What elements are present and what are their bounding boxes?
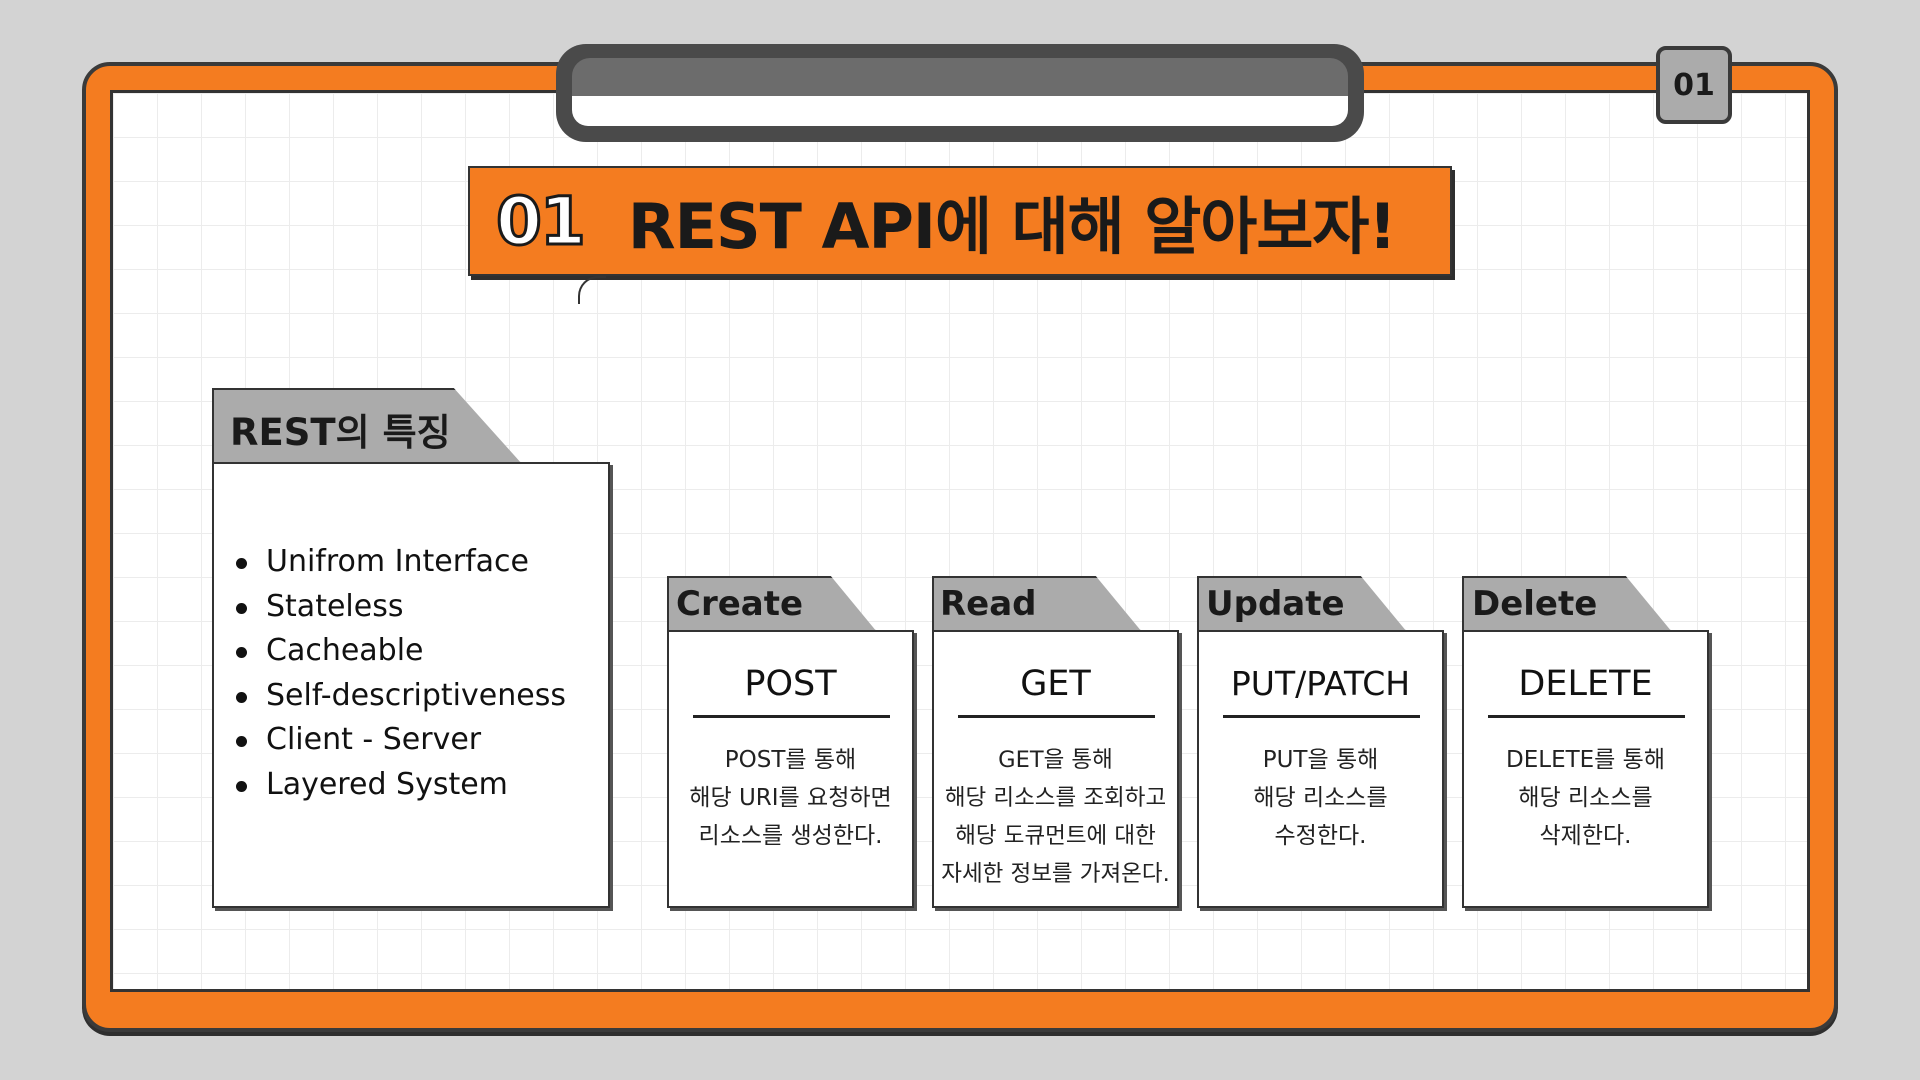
list-item: Layered System bbox=[232, 763, 566, 808]
list-item: Client - Server bbox=[232, 718, 566, 763]
delete-description: DELETE를 통해 해당 리소스를 삭제한다. bbox=[1506, 747, 1665, 849]
create-description: POST를 통해 해당 URI를 요청하면 리소스를 생성한다. bbox=[689, 747, 892, 849]
post-method: POST bbox=[744, 664, 837, 704]
delete-method: DELETE bbox=[1518, 664, 1653, 704]
list-item: Stateless bbox=[232, 585, 566, 630]
list-item: Cacheable bbox=[232, 629, 566, 674]
page-number-badge: 01 bbox=[1656, 46, 1732, 124]
create-divider bbox=[693, 715, 890, 718]
features-list: Unifrom Interface Stateless Cacheable Se… bbox=[232, 540, 566, 807]
put-patch-method: PUT/PATCH bbox=[1230, 664, 1411, 703]
title-number: 01 bbox=[495, 181, 588, 261]
features-folder-body bbox=[212, 462, 610, 908]
create-folder-tab bbox=[667, 576, 877, 632]
update-divider bbox=[1223, 715, 1420, 718]
delete-divider bbox=[1488, 715, 1685, 718]
update-description: PUT을 통해 해당 리소스를 수정한다. bbox=[1253, 747, 1388, 849]
binder-clip-top bbox=[572, 58, 1348, 96]
read-tab-label: Read bbox=[940, 584, 1037, 624]
page-title: REST API에 대해 알아보자! bbox=[627, 190, 1397, 263]
read-divider bbox=[958, 715, 1155, 718]
get-method: GET bbox=[1020, 664, 1091, 704]
list-item: Unifrom Interface bbox=[232, 540, 566, 585]
create-card bbox=[667, 630, 914, 908]
create-tab-label: Create bbox=[676, 584, 804, 624]
read-card bbox=[932, 630, 1179, 908]
binder-clip-slot bbox=[572, 96, 1348, 126]
features-heading: REST의 특징 bbox=[230, 411, 451, 454]
update-tab-label: Update bbox=[1206, 584, 1345, 624]
list-item: Self-descriptiveness bbox=[232, 674, 566, 719]
title-banner: 01 REST API에 대해 알아보자! bbox=[468, 166, 1452, 276]
title-tail-curve bbox=[578, 276, 606, 304]
read-description: GET을 통해 해당 리소스를 조회하고 해당 도큐먼트에 대한 자세한 정보를… bbox=[941, 747, 1170, 887]
delete-tab-label: Delete bbox=[1472, 584, 1598, 624]
update-card bbox=[1197, 630, 1444, 908]
delete-card bbox=[1462, 630, 1709, 908]
